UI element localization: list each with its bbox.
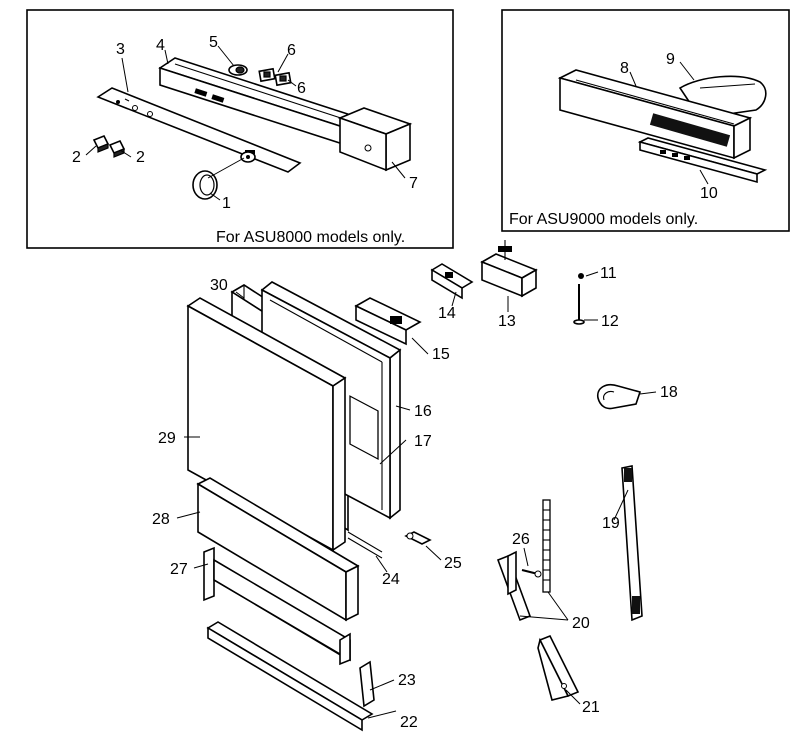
callout-2-right: 2 (136, 149, 145, 166)
part-27-bracket-panel (203, 546, 351, 666)
callout-11: 11 (600, 265, 617, 282)
callout-5: 5 (209, 34, 218, 51)
part-25-screw (404, 531, 432, 545)
part-8-console-panel (557, 69, 753, 160)
part-2-clips (92, 134, 126, 158)
callout-23: 23 (398, 672, 416, 689)
part-28-lower-panel (196, 477, 360, 622)
part-19-rod (621, 465, 643, 622)
part-20-rack-bracket (496, 499, 551, 622)
callout-15: 15 (432, 346, 450, 363)
callout-12: 12 (601, 313, 619, 330)
part-15-switch-assembly (354, 297, 422, 346)
part-18-hook (596, 383, 642, 410)
callout-19: 19 (602, 515, 620, 532)
part-12-bolt (573, 284, 585, 325)
part-5-knob (228, 64, 248, 76)
callout-27: 27 (170, 561, 188, 578)
note-asu9000: For ASU9000 models only. (509, 211, 698, 228)
callout-25: 25 (444, 555, 462, 572)
callout-21: 21 (582, 699, 600, 716)
inset-asu8000: For ASU8000 models only. (26, 9, 454, 249)
callout-2-left: 2 (72, 149, 81, 166)
right-inset-leaders (629, 61, 709, 185)
callout-16: 16 (414, 403, 432, 420)
part-21-bracket (537, 634, 580, 701)
part-1-ring (192, 170, 218, 200)
part-22-bottom-rail (206, 621, 374, 732)
callout-6-top: 6 (287, 42, 296, 59)
main-leaders (176, 271, 657, 719)
callout-4: 4 (156, 37, 165, 54)
part-24-hinge-strip (347, 531, 383, 559)
callout-14: 14 (438, 305, 456, 322)
part-14-latch (430, 263, 474, 300)
callout-10: 10 (700, 185, 718, 202)
inset-asu8000-frame (26, 9, 454, 249)
note-asu8000: For ASU8000 models only. (216, 229, 405, 246)
part-6-switches (258, 67, 292, 87)
inset-asu9000: For ASU9000 models only. (501, 9, 790, 232)
callout-18: 18 (660, 384, 678, 401)
part-11-nut (578, 273, 584, 279)
callout-26: 26 (512, 531, 530, 548)
part-23-clip (359, 660, 375, 708)
callout-13: 13 (498, 313, 516, 330)
callout-20: 20 (572, 615, 590, 632)
callout-9: 9 (666, 51, 675, 68)
callout-7: 7 (409, 175, 418, 192)
callout-labels: 1 2 2 3 4 5 6 6 7 8 9 10 11 12 13 14 15 … (72, 34, 718, 731)
callout-24: 24 (382, 571, 400, 588)
part-7-control-module (337, 107, 413, 172)
callout-1: 1 (222, 195, 231, 212)
callout-6-bottom: 6 (297, 80, 306, 97)
part-10-button-strip (637, 137, 768, 184)
inset-asu9000-frame (501, 9, 790, 232)
part-13-latch-housing (480, 240, 538, 298)
callout-8: 8 (620, 60, 629, 77)
callout-29: 29 (158, 430, 176, 447)
part-26-screw (521, 569, 542, 578)
callout-28: 28 (152, 511, 170, 528)
callout-30: 30 (210, 277, 228, 294)
left-inset-leaders (85, 45, 406, 201)
callout-22: 22 (400, 714, 418, 731)
callout-17: 17 (414, 433, 432, 450)
callout-3: 3 (116, 41, 125, 58)
